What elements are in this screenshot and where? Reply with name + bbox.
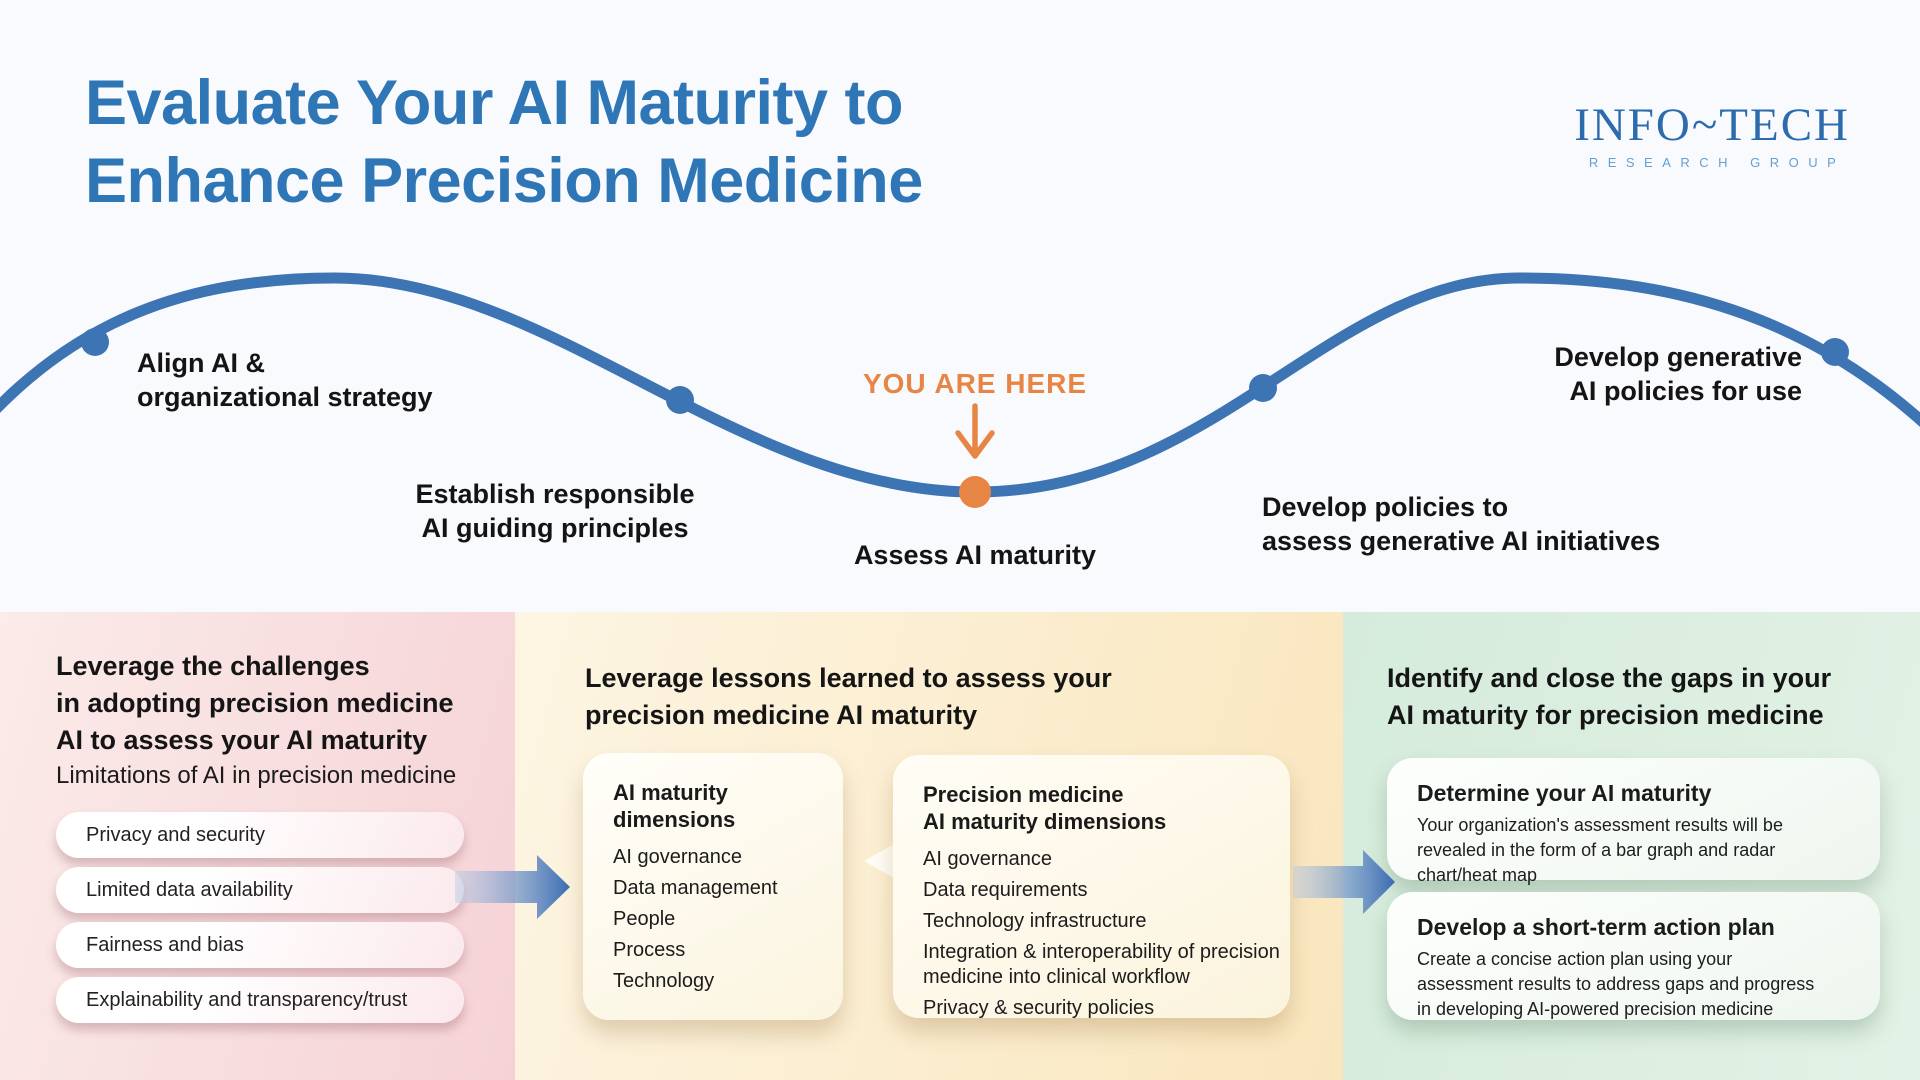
milestone-label-genai-policies-assess: Develop policies to assess generative AI… [1262, 492, 1661, 556]
page-title: Evaluate Your AI Maturity to Enhance Pre… [85, 68, 923, 216]
panel-challenges: Leverage the challenges in adopting prec… [0, 612, 515, 1080]
card-body: Your organization's assessment results w… [1417, 815, 1783, 885]
panel-lessons: Leverage lessons learned to assess your … [515, 612, 1343, 1080]
challenge-pill: Explainability and transparency/trust [56, 977, 464, 1023]
card-item-list: AI governance Data management People Pro… [613, 845, 843, 994]
you-are-here-dot [959, 476, 991, 508]
list-item: Technology infrastructure [923, 910, 1147, 932]
panel-gaps-heading: Identify and close the gaps in your AI m… [1387, 663, 1832, 730]
card-determine-maturity: Determine your AI maturity Your organiza… [1387, 758, 1880, 885]
panel-challenges-heading: Leverage the challenges in adopting prec… [56, 651, 454, 755]
logo-subtitle: RESEARCH GROUP [1588, 155, 1846, 170]
list-item: AI governance [923, 848, 1052, 870]
card-ai-maturity-dimensions: AI maturity dimensions AI governance Dat… [583, 753, 843, 1020]
journey-wave [0, 272, 1920, 508]
milestone-label-responsible-ai: Establish responsible AI guiding princip… [415, 479, 695, 543]
challenge-pill: Privacy and security [56, 812, 464, 858]
milestone-dot-4 [1249, 374, 1277, 402]
card-title: AI maturity dimensions [613, 780, 736, 832]
card-body: Create a concise action plan using your … [1417, 949, 1815, 1019]
card-title: Precision medicine AI maturity dimension… [923, 782, 1167, 834]
logo-wordmark: INFO~TECH [1574, 99, 1850, 151]
milestone-label-genai-policies-use: Develop generative AI policies for use [1554, 342, 1802, 406]
list-item: People [613, 908, 676, 930]
milestone-label-align-strategy: Align AI & organizational strategy [137, 348, 433, 412]
card-title: Determine your AI maturity [1417, 780, 1712, 806]
list-item: Data management [613, 877, 778, 899]
speech-bubble-tail [864, 844, 894, 878]
card-precision-medicine-dimensions: Precision medicine AI maturity dimension… [893, 755, 1290, 1021]
list-item: Data requirements [923, 879, 1088, 901]
challenge-pill: Fairness and bias [56, 922, 464, 968]
card-item-list: AI governance Data requirements Technolo… [923, 847, 1290, 1021]
panel-lessons-heading: Leverage lessons learned to assess your … [585, 663, 1112, 730]
list-item: Privacy & security policies [923, 997, 1155, 1019]
list-item: Technology [613, 970, 715, 992]
card-action-plan: Develop a short-term action plan Create … [1387, 892, 1880, 1020]
card-title: Develop a short-term action plan [1417, 914, 1775, 940]
arrow-pink-to-yellow-icon [455, 855, 570, 919]
milestone-dot-2 [666, 386, 694, 414]
you-are-here-label: YOU ARE HERE [862, 368, 1088, 399]
milestone-label-assess-maturity: Assess AI maturity [853, 540, 1097, 570]
list-item: AI governance [613, 846, 742, 868]
list-item: Process [613, 939, 686, 961]
arrow-yellow-to-green-icon [1293, 850, 1395, 914]
infotech-logo: INFO~TECH RESEARCH GROUP [1574, 100, 1850, 170]
panel-challenges-subheading: Limitations of AI in precision medicine [56, 762, 457, 789]
challenge-pill: Limited data availability [56, 867, 464, 913]
milestone-dot-1 [81, 328, 109, 356]
milestone-dot-5 [1821, 338, 1849, 366]
list-item: Integration & interoperability of precis… [923, 941, 1280, 988]
panel-gaps: Identify and close the gaps in your AI m… [1343, 612, 1920, 1080]
you-are-here-arrow-icon [955, 403, 995, 459]
